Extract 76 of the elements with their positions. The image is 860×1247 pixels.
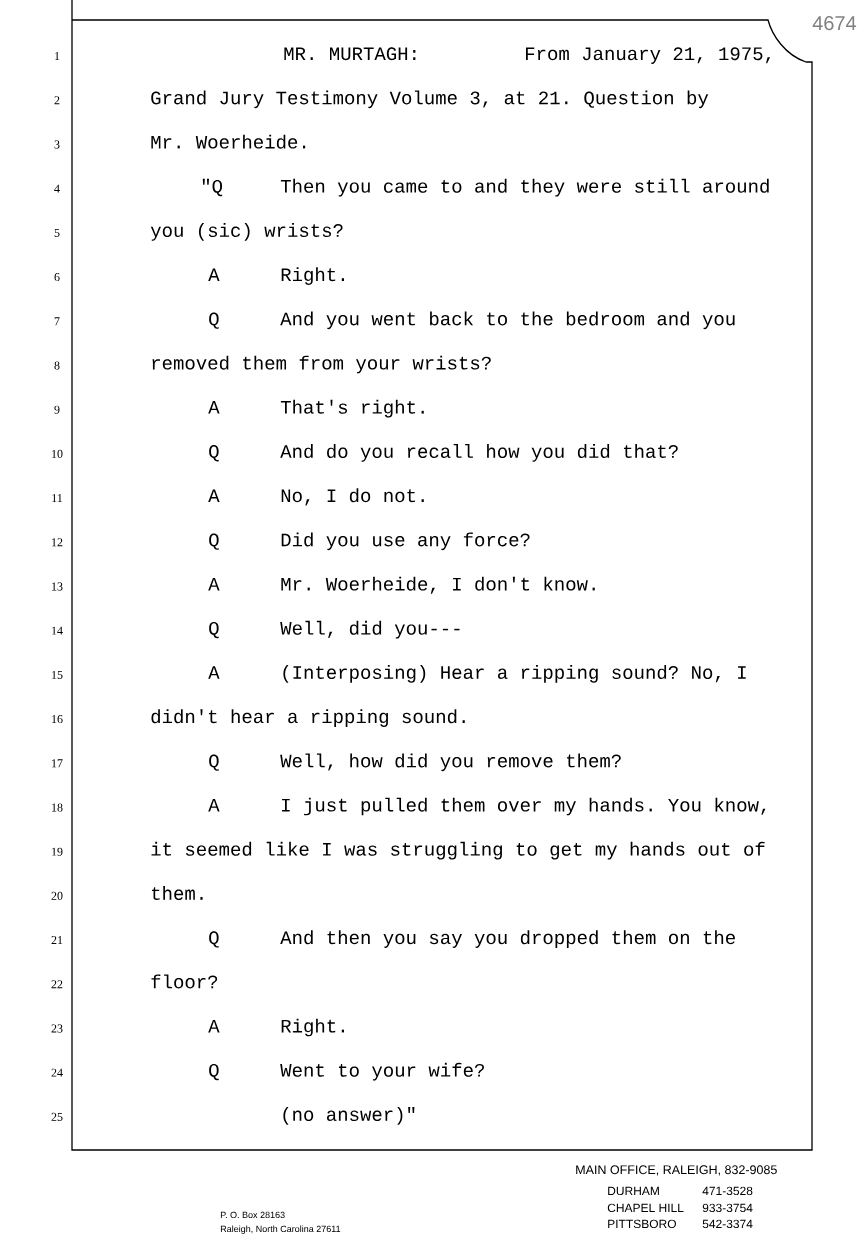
speaker-label: A — [208, 577, 220, 591]
speaker-label: Q — [209, 754, 219, 771]
line-number: 6 — [54, 273, 60, 282]
transcript-line: them. — [151, 886, 203, 900]
transcript-line: MR. MURTAGH: — [284, 47, 416, 61]
transcript-line: No, I do not. — [281, 488, 424, 506]
transcript-line: (no answer)" — [283, 1107, 415, 1125]
line-number: 5 — [54, 228, 60, 237]
office-phone: MAIN OFFICE, RALEIGH, 832-9085 — [576, 1165, 777, 1176]
speaker-label: A — [208, 489, 220, 502]
line-number: 24 — [51, 1068, 63, 1077]
transcript-line: Mr. Woerheide. — [151, 134, 306, 149]
line-number: 17 — [52, 759, 63, 768]
speaker-label: A — [208, 268, 220, 281]
transcript-line: And do you recall how you did that? — [280, 444, 678, 462]
speaker-label: Q — [209, 445, 219, 462]
city-name: CHAPEL HILL — [607, 1203, 684, 1213]
transcript-line: removed them from your wrists? — [152, 355, 491, 374]
phone-number: 933-3754 — [702, 1203, 753, 1213]
speaker-label: A — [208, 401, 220, 414]
line-number: 25 — [51, 1112, 63, 1121]
line-number: 11 — [52, 494, 63, 502]
speaker-label: Q — [209, 1063, 219, 1081]
line-number: 1 — [55, 52, 60, 60]
transcript-line: That's right. — [280, 399, 424, 418]
speaker-label: A — [208, 666, 220, 679]
transcript-line: Did you use any force? — [281, 532, 530, 551]
transcript-line: it seemed like I was struggling to get my hands out of — [151, 841, 765, 860]
line-number: 8 — [54, 361, 60, 370]
speaker-label: Q — [209, 533, 219, 550]
phone-number: 542-3374 — [702, 1219, 753, 1229]
phone-number: 471-3528 — [702, 1186, 753, 1196]
line-number: 16 — [52, 715, 63, 724]
line-number: 10 — [52, 449, 63, 458]
speaker-label: Q — [209, 621, 219, 639]
line-number: 3 — [54, 140, 60, 149]
line-number: 18 — [52, 803, 63, 812]
line-number: 2 — [54, 96, 60, 105]
transcript-line: didn't hear a ripping sound. — [151, 709, 465, 727]
transcript-line: you (sic) wrists? — [150, 223, 343, 241]
city-name: DURHAM — [608, 1186, 659, 1196]
transcript-line: Then you came to and they were still around — [280, 178, 769, 197]
transcript-line: I just pulled them over my hands. You know, — [282, 797, 766, 816]
transcript-line: Well, how did you remove them? — [280, 753, 621, 772]
transcript-line: Right. — [281, 267, 344, 285]
speaker-label: Q — [209, 312, 219, 329]
transcript-line: From January 21, 1975, — [526, 47, 771, 64]
line-number: 21 — [51, 936, 63, 944]
transcript-line: Well, did you--- — [280, 620, 460, 639]
speaker-label: "Q — [202, 178, 223, 197]
line-number: 7 — [54, 317, 60, 326]
line-number: 4 — [54, 184, 60, 193]
speaker-label: A — [208, 1019, 220, 1033]
line-number: 23 — [51, 1024, 63, 1033]
line-number: 12 — [52, 538, 63, 547]
transcript-line: floor? — [151, 974, 218, 989]
line-number: 14 — [52, 626, 63, 635]
transcript-line: Mr. Woerheide, I don't know. — [281, 576, 595, 594]
transcript-line: (Interposing) Hear a ripping sound? No, I — [283, 665, 746, 683]
transcript-line: Went to your wife? — [280, 1062, 484, 1081]
transcript-line: And then you say you dropped them on the — [280, 930, 735, 948]
transcript-line: Grand Jury Testimony Volume 3, at 21. Question by — [151, 90, 709, 109]
speaker-label: A — [208, 798, 220, 812]
line-number: 19 — [52, 847, 63, 856]
transcript-line: Right. — [281, 1018, 344, 1037]
speaker-label: Q — [209, 931, 219, 948]
transcript-line: And you went back to the bedroom and you — [280, 311, 735, 330]
line-number: 20 — [51, 891, 63, 900]
line-number: 13 — [52, 582, 63, 591]
line-number: 22 — [51, 980, 63, 989]
city-name: PITTSBORO — [608, 1219, 676, 1229]
page-number: 4674 — [812, 16, 857, 31]
address-text: P. O. Box 28163 — [220, 1211, 285, 1219]
line-number: 9 — [54, 405, 60, 414]
address-text: Raleigh, North Carolina 27611 — [220, 1225, 341, 1234]
line-number: 15 — [52, 670, 63, 679]
